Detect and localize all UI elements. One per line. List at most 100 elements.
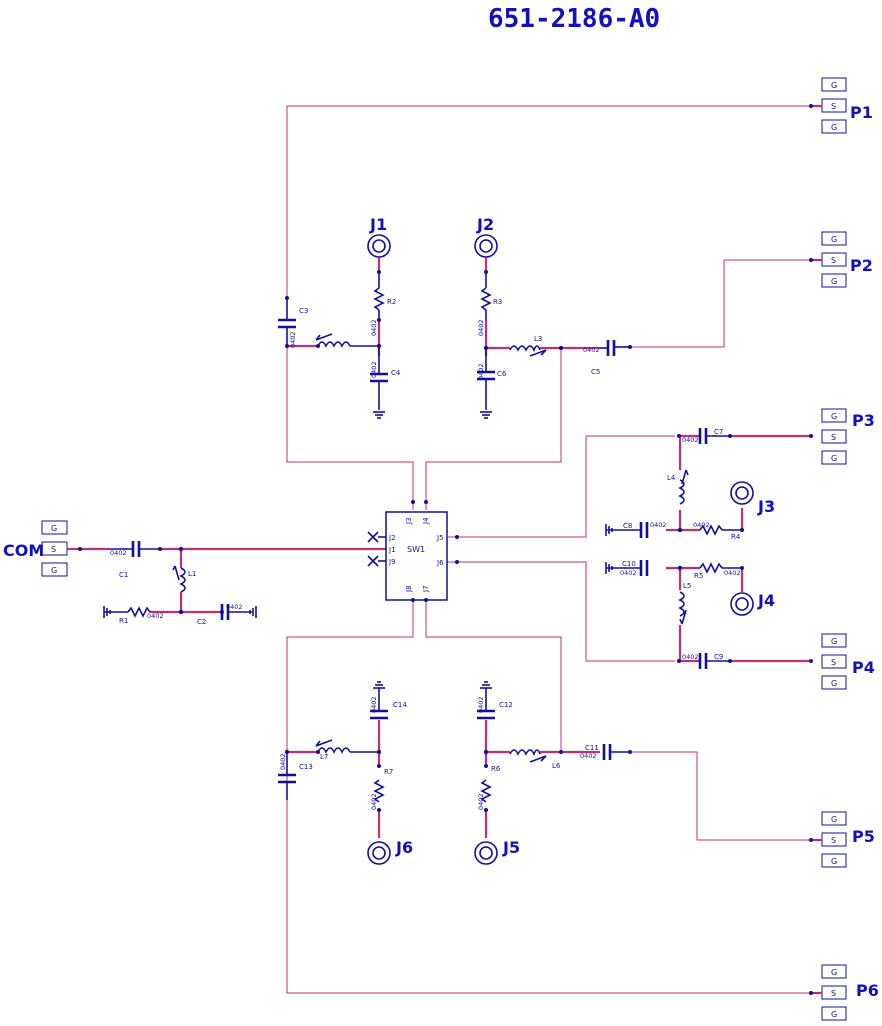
svg-text:R3: R3 [493, 298, 502, 306]
svg-text:0402: 0402 [682, 653, 699, 661]
svg-text:C4: C4 [391, 369, 401, 377]
resistor-r7: R7 0402 [370, 764, 393, 812]
svg-text:0402: 0402 [370, 696, 378, 713]
svg-text:G: G [51, 566, 57, 575]
svg-text:0402: 0402 [583, 346, 600, 354]
connector-j6: J6 [367, 838, 413, 865]
svg-text:0402: 0402 [682, 436, 699, 444]
svg-text:J4: J4 [757, 591, 775, 610]
svg-text:0402: 0402 [370, 319, 378, 336]
port-label-p1: P1 [850, 103, 873, 122]
capacitor-c12: C12 0402 [477, 681, 513, 755]
svg-text:G: G [831, 412, 837, 421]
inductor-l7: L7 [315, 739, 379, 761]
svg-text:C2: C2 [197, 618, 206, 626]
svg-text:C12: C12 [499, 701, 513, 709]
svg-text:L6: L6 [552, 762, 561, 770]
svg-text:G: G [831, 815, 837, 824]
connector-j1: J1 [367, 215, 391, 258]
svg-text:R1: R1 [119, 617, 128, 625]
svg-text:0402: 0402 [477, 319, 485, 336]
inductor-l3: L3 [509, 335, 547, 357]
port-label-com: COM [3, 541, 44, 560]
svg-text:0402: 0402 [693, 521, 710, 529]
svg-text:G: G [831, 968, 837, 977]
svg-text:S: S [831, 836, 836, 845]
svg-text:R7: R7 [384, 768, 393, 776]
inductor-l4: L4 [667, 469, 689, 505]
port-p5: G S G P5 [811, 811, 875, 868]
pin-j8: J8 [405, 585, 413, 593]
pin-j2: J2 [388, 534, 396, 542]
svg-text:J5: J5 [502, 838, 520, 857]
svg-text:0402: 0402 [620, 569, 637, 577]
resistor-r1: R1 0402 [103, 605, 184, 625]
connector-j2: J2 [474, 215, 498, 258]
svg-text:J6: J6 [395, 838, 413, 857]
svg-text:L3: L3 [534, 335, 542, 343]
connector-j4: J4 [730, 591, 775, 616]
pin-j3: J3 [405, 517, 413, 525]
pin-j6: J6 [436, 559, 444, 567]
svg-text:J2: J2 [476, 215, 494, 234]
capacitor-c11: C11 0402 [559, 744, 632, 760]
resistor-r4: 0402 R4 [693, 521, 744, 541]
connector-j3: J3 [730, 481, 775, 516]
port-com: G S G COM [3, 520, 80, 577]
pin-j9: J9 [388, 558, 396, 566]
svg-text:C10: C10 [622, 560, 636, 568]
svg-text:0402: 0402 [289, 331, 297, 348]
inductor-l2-unlabeled [315, 333, 379, 348]
svg-text:C8: C8 [623, 522, 632, 530]
port-label-p4: P4 [852, 658, 875, 677]
port-label-p2: P2 [850, 256, 873, 275]
svg-text:0402: 0402 [477, 696, 485, 713]
inductor-l6: L6 [509, 749, 561, 770]
port-label-p5: P5 [852, 827, 875, 846]
svg-text:C5: C5 [591, 368, 600, 376]
svg-text:G: G [831, 679, 837, 688]
capacitor-c5: 0402 C5 [559, 340, 632, 376]
svg-text:J1: J1 [369, 215, 387, 234]
capacitor-c9: 0402 C9 [677, 653, 732, 669]
svg-text:C1: C1 [119, 571, 128, 579]
svg-text:L7: L7 [320, 753, 328, 761]
switch-sw1: SW1 J2 J1 J9 J5 J6 J3 J4 J8 J7 [367, 500, 459, 602]
svg-text:0402: 0402 [477, 363, 485, 380]
svg-text:0402: 0402 [580, 752, 597, 760]
capacitor-c6: C6 0402 [477, 345, 507, 419]
svg-text:C14: C14 [393, 701, 407, 709]
inductor-l1: L1 [172, 546, 196, 593]
svg-text:L4: L4 [667, 474, 676, 482]
svg-text:0402: 0402 [370, 361, 378, 378]
svg-text:C13: C13 [299, 763, 313, 771]
svg-text:0402: 0402 [650, 521, 667, 529]
port-p6: G S G P6 [811, 964, 879, 1021]
resistor-r2: R2 0402 [370, 270, 396, 336]
svg-text:0402: 0402 [110, 549, 127, 557]
port-p4: G S G P4 [821, 633, 875, 690]
svg-text:0402: 0402 [279, 753, 287, 770]
capacitor-c3: C3 0402 [278, 296, 308, 348]
capacitor-c10: C10 0402 [605, 560, 683, 577]
capacitor-c7: 0402 C7 [677, 428, 732, 444]
port-p2: G S G P2 [811, 231, 873, 288]
svg-text:C6: C6 [497, 370, 507, 378]
svg-text:S: S [831, 256, 836, 265]
port-label-p3: P3 [852, 411, 875, 430]
svg-text:J3: J3 [757, 497, 775, 516]
port-p3: G S G P3 [821, 408, 875, 465]
capacitor-c13: C13 0402 [278, 749, 313, 800]
resistor-r6: R6 0402 [477, 764, 501, 812]
svg-text:S: S [831, 658, 836, 667]
svg-text:C11: C11 [585, 744, 599, 752]
port-p1: G S G P1 [811, 77, 873, 134]
svg-text:G: G [51, 524, 57, 533]
svg-text:0402: 0402 [477, 793, 485, 810]
pin-j5: J5 [436, 534, 444, 542]
svg-text:R6: R6 [491, 765, 501, 773]
svg-text:C9: C9 [714, 653, 723, 661]
svg-text:G: G [831, 277, 837, 286]
svg-text:0402: 0402 [226, 603, 243, 611]
